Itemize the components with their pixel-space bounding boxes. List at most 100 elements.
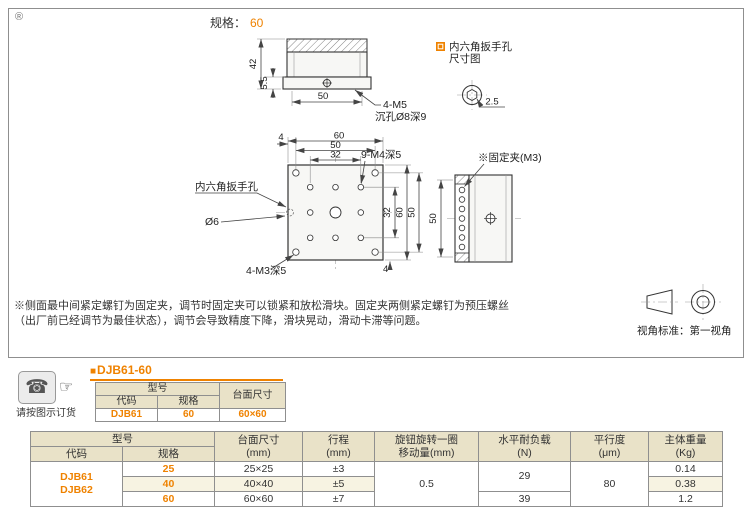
cell-stroke-25: ±3 xyxy=(302,461,375,477)
front-dim-60-top: 60 xyxy=(334,131,345,142)
header-code: 代码 xyxy=(30,446,123,462)
front-dim-4-bottom: 4 xyxy=(383,264,388,275)
header-stroke-line1: 行程 xyxy=(328,433,349,446)
side-wrench-hole-projection xyxy=(286,208,294,217)
mini-cell-spec: 60 xyxy=(157,408,220,422)
cell-code-line1: DJB61 xyxy=(60,471,93,484)
mini-header-code: 代码 xyxy=(95,395,158,409)
top-view-table-plate xyxy=(286,38,368,53)
m3-corner-holes xyxy=(292,169,379,256)
front-dim-50-right: 50 xyxy=(407,207,418,218)
header-weight: 主体重量 (Kg) xyxy=(648,431,723,462)
cell-code: DJB61 DJB62 xyxy=(30,461,123,507)
side-view-drawing: ※固定夹(M3) 50 xyxy=(428,151,542,263)
cell-weight-25: 0.14 xyxy=(648,461,723,477)
callout-9-m4: 9-M4深5 xyxy=(361,149,401,161)
hex-figure-icon xyxy=(436,42,445,51)
cell-spec-60: 60 xyxy=(122,491,215,507)
header-knob: 旋钮旋转一圈 移动量(mm) xyxy=(374,431,479,462)
header-parallelism-line2: (μm) xyxy=(598,446,621,459)
top-view-dim-42: 42 xyxy=(248,59,259,70)
front-dim-32-right: 32 xyxy=(382,207,393,218)
front-dim-4-top: 4 xyxy=(278,132,283,143)
header-knob-line2: 移动量(mm) xyxy=(398,446,455,459)
technical-drawing: 规格： 60 42 5.5 xyxy=(14,15,732,337)
callout-diameter-6: Ø6 xyxy=(205,216,219,228)
header-size-line2: (mm) xyxy=(246,446,271,459)
header-knob-line1: 旋钮旋转一圈 xyxy=(395,433,458,446)
product-title-text: DJB61-60 xyxy=(97,363,152,377)
table-row-60: 60 60×60 ±7 39 1.2 xyxy=(31,491,723,507)
mini-header-size: 台面尺寸 xyxy=(219,382,286,409)
header-parallelism-line1: 平行度 xyxy=(593,433,626,446)
hex-figure-title-2: 尺寸图 xyxy=(449,52,481,65)
header-size: 台面尺寸 (mm) xyxy=(214,431,303,462)
cell-stroke-40: ±5 xyxy=(302,476,375,492)
square-bullet-icon: ■ xyxy=(90,366,97,377)
cell-spec-25: 25 xyxy=(122,461,215,477)
circle-view-symbol xyxy=(691,290,715,314)
callout-hex-wrench-hole: 内六角扳手孔 xyxy=(195,180,258,193)
header-load-line2: (N) xyxy=(517,446,532,459)
mini-header-model: 型号 xyxy=(95,382,220,396)
projection-symbol: 视角标准：第一视角 xyxy=(637,284,732,337)
spec-value: 60 xyxy=(250,16,264,30)
mini-table-row: DJB61 60 60×60 xyxy=(95,408,286,422)
front-dim-60-right: 60 xyxy=(395,207,406,218)
product-title: ■DJB61-60 xyxy=(90,363,283,381)
cell-load-25-40: 29 xyxy=(478,461,571,492)
top-view-dim-50: 50 xyxy=(318,91,329,102)
cell-spec-40: 40 xyxy=(122,476,215,492)
callout-fixing-clamp: ※固定夹(M3) xyxy=(478,151,542,164)
phone-icon: ☎ xyxy=(18,371,56,404)
front-dim-32-top: 32 xyxy=(330,150,341,161)
footnote-line-2: （出厂前已经调节为最佳状态），调节会导致精度下降，滑块晃动，滑动卡滞等问题。 xyxy=(14,313,427,327)
mini-cell-size: 60×60 xyxy=(219,408,286,422)
registered-mark: ® xyxy=(15,11,24,23)
top-view-dim-5-5: 5.5 xyxy=(259,76,270,89)
table-row-25: DJB61 DJB62 25 25×25 ±3 0.5 29 80 0.14 xyxy=(30,461,723,507)
header-stroke: 行程 (mm) xyxy=(302,431,375,462)
cell-weight-60: 1.2 xyxy=(648,491,723,507)
callout-4-m3: 4-M3深5 xyxy=(246,265,286,277)
hex-figure-title-1: 内六角扳手孔 xyxy=(449,40,512,53)
mini-cell-code: DJB61 xyxy=(95,408,158,422)
cell-size-40: 40×40 xyxy=(214,476,303,492)
footnote-line-1: ※侧面最中间紧定螺钉为固定夹，调节时固定夹可以锁紧和放松滑块。固定夹两侧紧定螺钉… xyxy=(14,298,509,312)
m4-holes xyxy=(307,183,364,241)
cell-stroke-60: ±7 xyxy=(302,491,375,507)
center-hole xyxy=(329,206,342,219)
cone-symbol xyxy=(646,289,673,315)
hex-hole-circle xyxy=(462,85,482,105)
callout-4-m5: 4-M5 xyxy=(383,99,407,111)
header-spec: 规格 xyxy=(122,446,215,462)
projection-caption: 视角标准：第一视角 xyxy=(637,324,732,337)
header-load-line1: 水平耐负载 xyxy=(498,433,551,446)
cell-code-line2: DJB62 xyxy=(60,484,93,496)
front-dim-50-top: 50 xyxy=(330,140,341,151)
set-screw-holes xyxy=(458,186,466,251)
top-view-drawing: 42 5.5 50 4-M5 沉孔Ø8深9 xyxy=(248,38,427,123)
header-weight-line2: (Kg) xyxy=(675,446,696,459)
table-row-40: 40 40×40 ±5 0.38 xyxy=(31,476,723,492)
drawing-panel: ® 规格： 60 xyxy=(8,8,744,358)
mini-header-spec: 规格 xyxy=(157,395,220,409)
order-caption: 请按图示订货 xyxy=(16,408,76,419)
header-weight-line1: 主体重量 xyxy=(664,433,707,446)
header-model: 型号 xyxy=(30,431,215,447)
header-stroke-line2: (mm) xyxy=(326,446,351,459)
pointing-hand-icon: ☞ xyxy=(59,379,74,396)
header-parallelism: 平行度 (μm) xyxy=(570,431,649,462)
spec-table: 型号 台面尺寸 (mm) 行程 (mm) 旋钮旋转一圈 移动量(mm) 水平耐负… xyxy=(30,431,723,507)
header-size-line1: 台面尺寸 xyxy=(237,433,280,446)
hex-dim-2-5: 2.5 xyxy=(485,97,498,108)
cell-parallelism: 80 xyxy=(570,461,649,507)
front-view-drawing: 60 50 32 4 9-M4深5 内六角扳手孔 Ø6 4-M3深5 xyxy=(195,131,423,277)
cell-size-25: 25×25 xyxy=(214,461,303,477)
cell-weight-40: 0.38 xyxy=(648,476,723,492)
cell-knob-movement: 0.5 xyxy=(374,461,479,507)
header-load: 水平耐负载 (N) xyxy=(478,431,571,462)
spec-label: 规格： xyxy=(210,15,246,30)
side-dim-50: 50 xyxy=(428,213,439,224)
